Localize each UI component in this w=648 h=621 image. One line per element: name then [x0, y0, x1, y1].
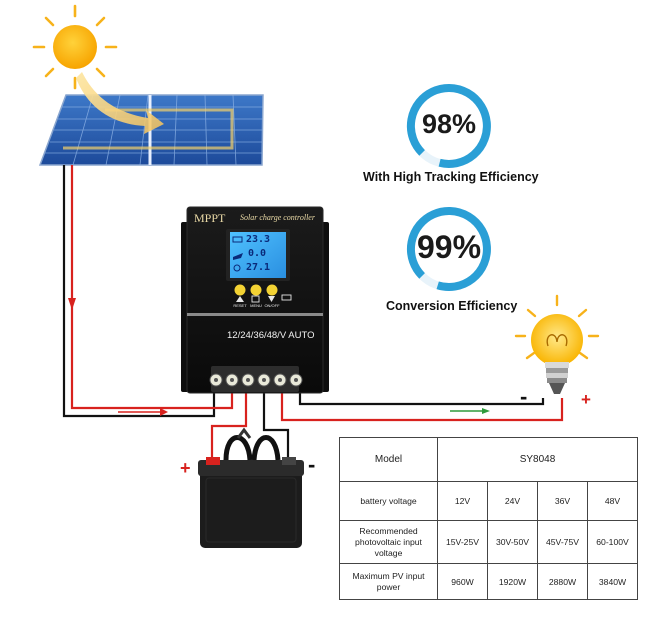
load-negative-sign: -: [520, 384, 528, 409]
reset-button[interactable]: [234, 284, 246, 296]
table-cell: 3840W: [586, 563, 639, 600]
tracking-efficiency-caption: With High Tracking Efficiency: [363, 170, 539, 184]
battery-indicator-icon: [232, 236, 243, 243]
flow-arrow-icon: [68, 298, 76, 310]
tracking-efficiency-value: 98%: [421, 109, 477, 139]
on-off-button[interactable]: [266, 284, 278, 296]
flow-arrow-icon: [118, 408, 168, 416]
row-label: battery voltage: [339, 481, 438, 521]
flow-arrow-icon: [450, 408, 490, 414]
controller-name: Solar charge controller: [240, 213, 315, 222]
voltage-label: 12/24/36/48/V AUTO: [227, 330, 315, 341]
load-wires: [280, 392, 564, 422]
table-cell: 1920W: [487, 563, 538, 600]
spec-table: Model SY8048 battery voltage 12V 24V 36V…: [339, 437, 639, 600]
table-cell: 24V: [487, 481, 538, 521]
conversion-efficiency-value: 99%: [416, 229, 482, 265]
model-value: SY8048: [436, 437, 639, 482]
menu-button-label: MENU: [250, 303, 262, 308]
menu-icon: [251, 295, 260, 303]
terminal-block: [209, 373, 303, 387]
table-cell: 30V-50V: [487, 520, 538, 564]
table-row: Model SY8048: [339, 437, 639, 482]
table-row: Recommended photovoltaic input voltage 1…: [339, 520, 639, 564]
load-indicator-icon: [233, 264, 241, 272]
lcd-pv-current: 0.0: [248, 248, 267, 259]
power-toggle-icon: [268, 296, 275, 302]
menu-button[interactable]: [250, 284, 262, 296]
battery-negative-sign: -: [308, 452, 316, 477]
conversion-efficiency-caption: Conversion Efficiency: [386, 299, 518, 313]
load-positive-sign: +: [581, 390, 591, 409]
row-label: Maximum PV input power: [339, 563, 438, 600]
table-cell: 45V-75V: [537, 520, 588, 564]
table-cell: 48V: [586, 481, 639, 521]
efficiency-ring-arc: [406, 83, 491, 168]
table-cell: 15V-25V: [437, 520, 488, 564]
table-row: Maximum PV input power 960W 1920W 2880W …: [339, 563, 639, 600]
table-row: battery voltage 12V 24V 36V 48V: [339, 481, 639, 521]
warning-icon: [236, 296, 244, 302]
on-off-button-label: ON/OFF: [264, 303, 280, 308]
model-label: Model: [339, 437, 438, 482]
efficiency-ring-2: [406, 207, 491, 291]
table-cell: 60-100V: [586, 520, 639, 564]
pv-wires: [62, 165, 234, 418]
table-cell: 960W: [437, 563, 488, 600]
battery-positive-sign: +: [180, 458, 191, 478]
light-bulb-icon: [514, 294, 600, 394]
table-cell: 12V: [437, 481, 488, 521]
battery-wires: [210, 392, 290, 458]
battery-icon: [198, 427, 304, 548]
table-cell: 2880W: [537, 563, 588, 600]
reset-button-label: RESET: [233, 303, 247, 308]
lcd-battery-voltage: 23.3: [246, 234, 271, 245]
table-cell: 36V: [537, 481, 588, 521]
sunlight-arrow-icon: [76, 72, 164, 134]
power-port-icon: [281, 294, 292, 301]
efficiency-ring-arc: [406, 207, 491, 291]
sun-icon: [32, 4, 118, 90]
row-label: Recommended photovoltaic input voltage: [339, 520, 438, 564]
efficiency-ring-1: [406, 83, 491, 168]
panel-indicator-icon: [233, 253, 243, 260]
lcd-load-voltage: 27.1: [246, 262, 271, 273]
controller-brand: MPPT: [194, 211, 226, 225]
